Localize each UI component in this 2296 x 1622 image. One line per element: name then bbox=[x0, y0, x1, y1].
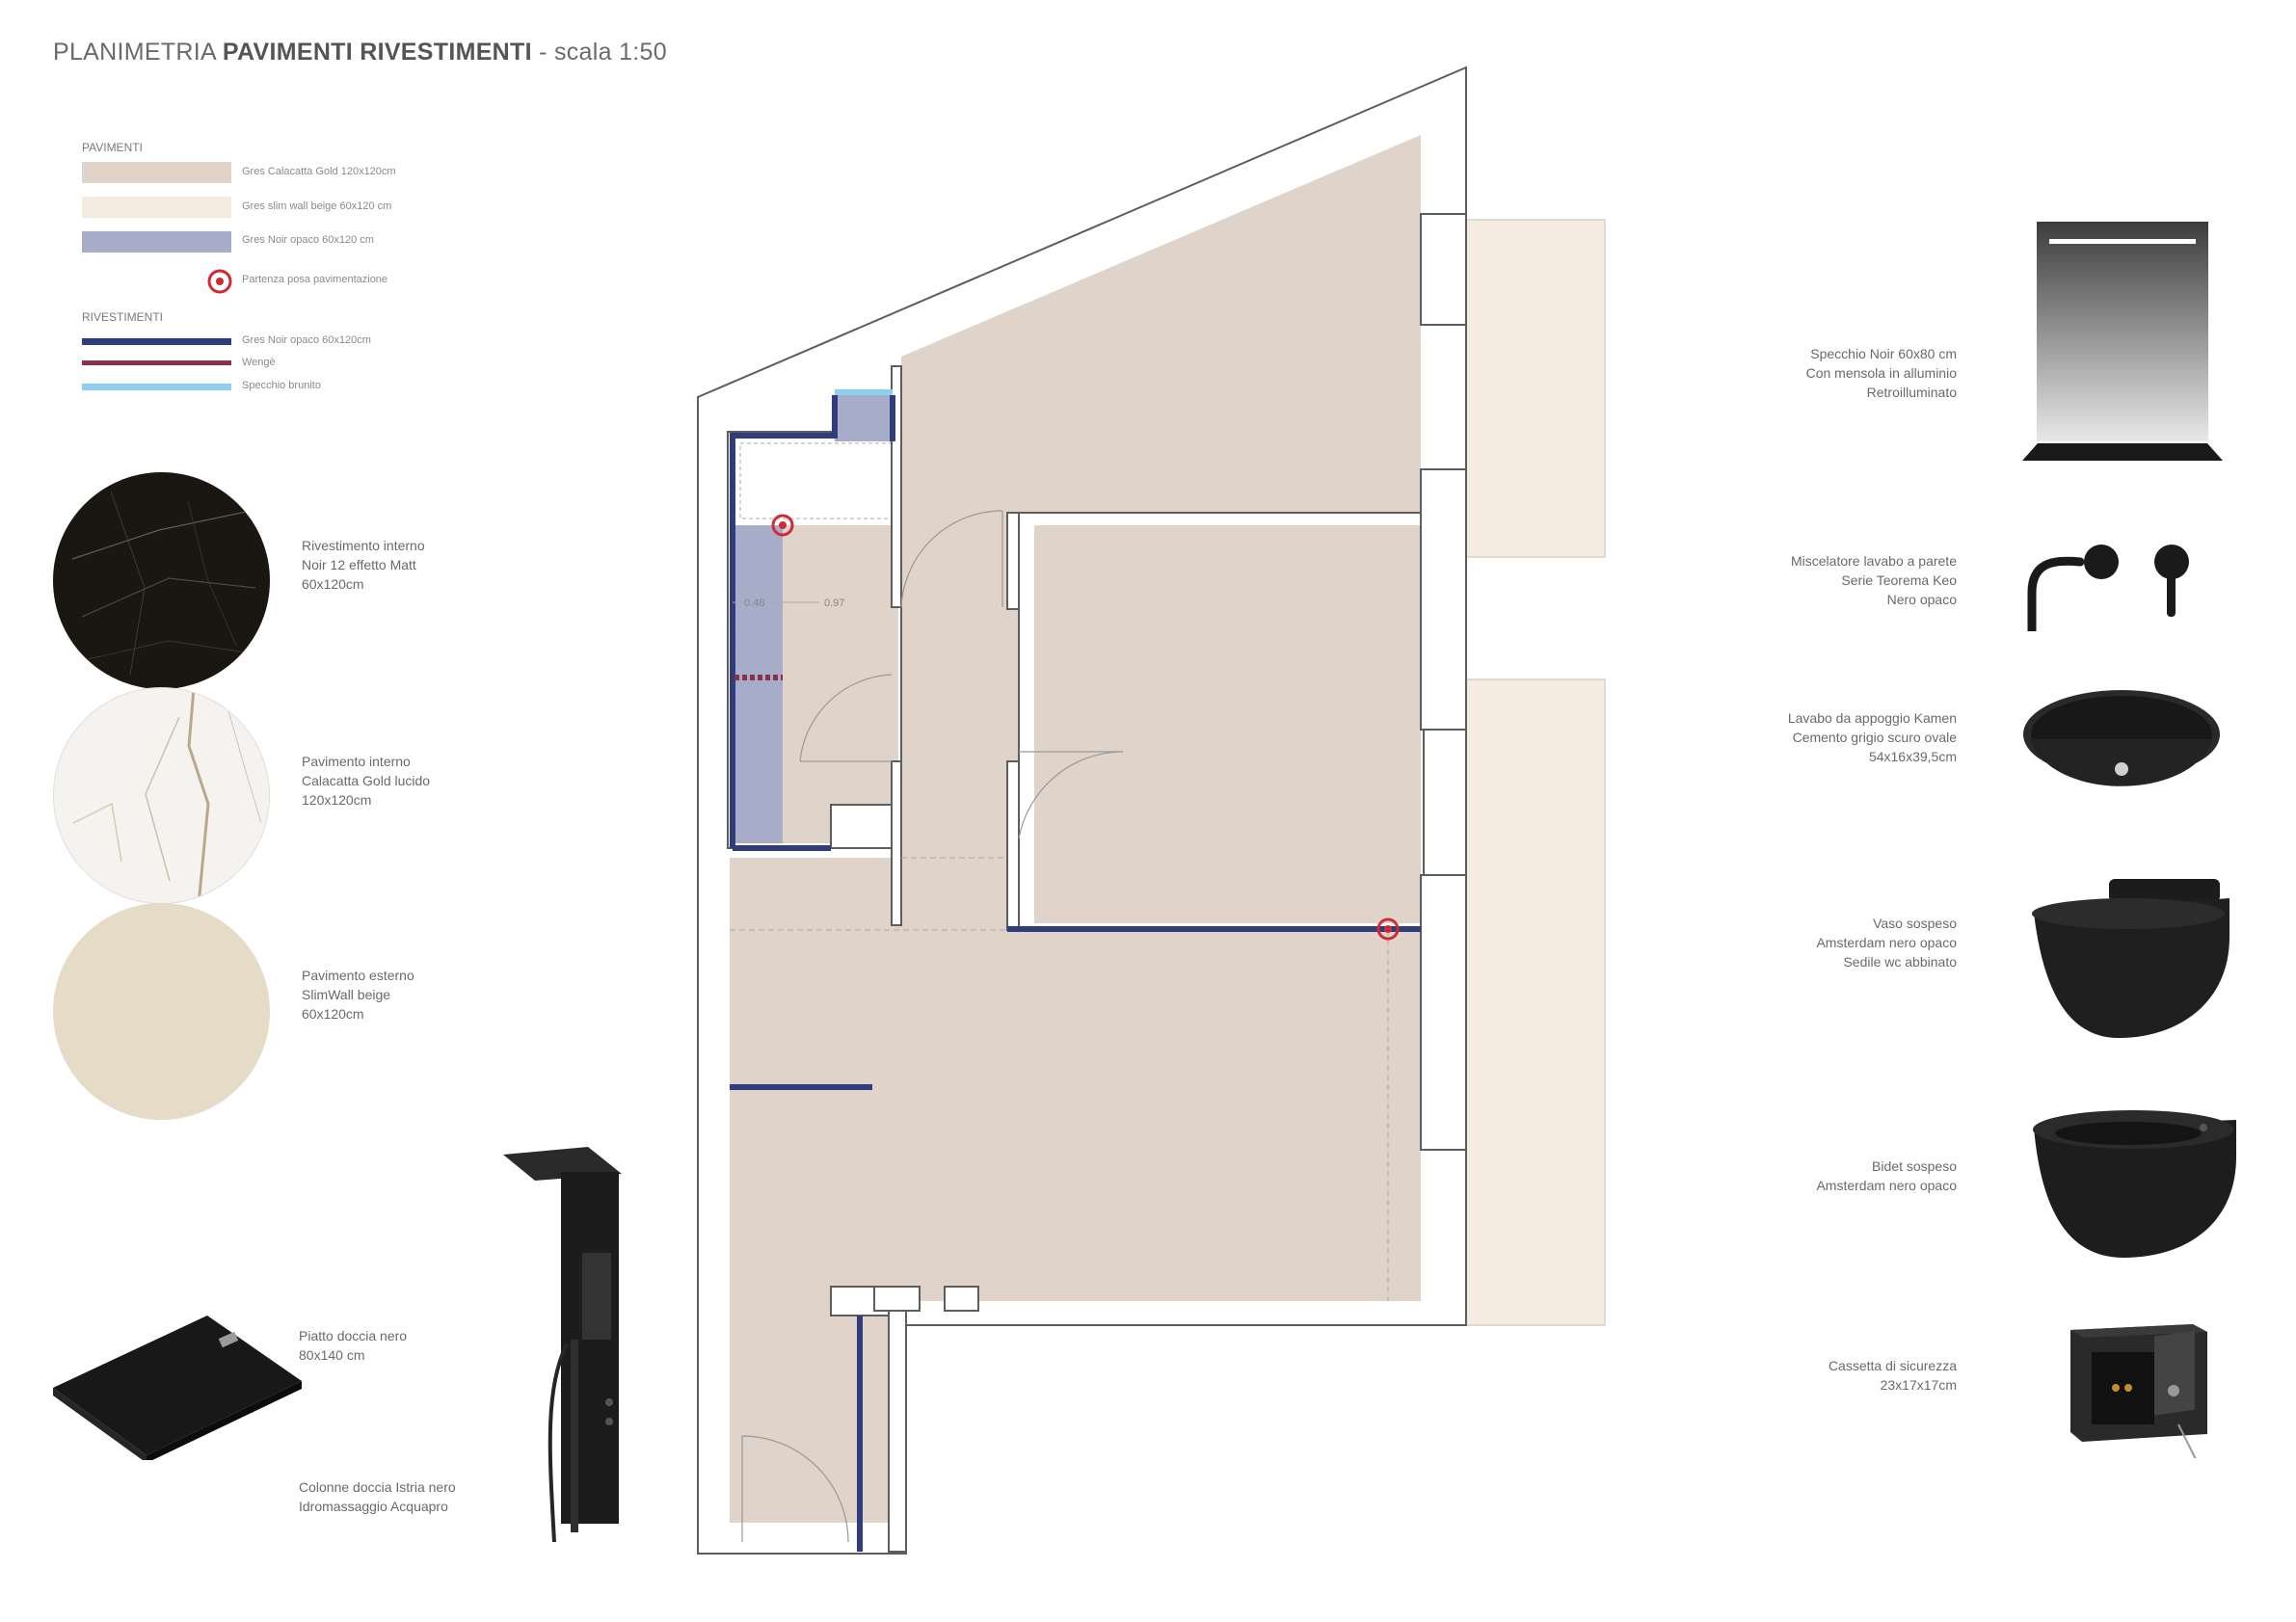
product-text-bidet: Bidet sospeso Amsterdam nero opaco bbox=[1816, 1158, 1957, 1193]
product-text-basin: Lavabo da appoggio Kamen Cemento grigio … bbox=[1787, 710, 1957, 764]
bedroom-floor bbox=[1034, 525, 1421, 923]
shower-tray-icon bbox=[53, 1316, 302, 1460]
material-text-beige: Pavimento esterno SlimWall beige 60x120c… bbox=[302, 968, 414, 1022]
product-text-safe: Cassetta di sicurezza 23x17x17cm bbox=[1828, 1358, 1957, 1393]
shower-column-icon bbox=[503, 1147, 622, 1543]
legend-line-specchio bbox=[82, 384, 231, 390]
legend-line-wenge bbox=[82, 360, 231, 365]
legend-line-noir bbox=[82, 338, 231, 345]
bathroom-floor bbox=[783, 525, 898, 843]
bathroom-shower-floor bbox=[733, 525, 783, 843]
bidet-icon bbox=[2033, 1110, 2236, 1258]
safe-icon bbox=[2070, 1324, 2207, 1458]
legend-label-noir: Gres Noir opaco 60x120 cm bbox=[242, 234, 374, 246]
shower-tray-text: Piatto doccia nero 80x140 cm bbox=[299, 1328, 408, 1363]
start-marker-icon bbox=[207, 269, 232, 294]
product-text-mirror: Specchio Noir 60x80 cm Con mensola in al… bbox=[1805, 346, 1957, 400]
dim-label-097: 0.97 bbox=[824, 598, 844, 609]
legend-pavimenti-heading: PAVIMENTI bbox=[82, 141, 143, 154]
terrace-top bbox=[1455, 219, 1606, 558]
legend-swatch-calacatta bbox=[82, 162, 231, 183]
start-marker-bedroom bbox=[1376, 917, 1400, 941]
legend-label-specchio: Specchio brunito bbox=[242, 380, 321, 391]
shower-column-text: Colonne doccia Istria nero Idromassaggio… bbox=[299, 1479, 456, 1514]
legend-label-calacatta: Gres Calacatta Gold 120x120cm bbox=[242, 166, 396, 177]
legend-rivestimenti-heading: RIVESTIMENTI bbox=[82, 310, 164, 324]
legend-label-wenge: Wengè bbox=[242, 357, 276, 368]
basin-icon bbox=[2023, 690, 2220, 786]
beige-sample bbox=[53, 903, 270, 1120]
marble-black-sample bbox=[53, 472, 270, 689]
dim-label-048: 0.48 bbox=[744, 598, 764, 609]
faucet-icon bbox=[2027, 545, 2189, 631]
legend-swatch-slimwall bbox=[82, 197, 231, 218]
product-text-faucet: Miscelatore lavabo a parete Serie Teorem… bbox=[1791, 553, 1957, 607]
legend-swatch-noir bbox=[82, 231, 231, 253]
start-marker-bathroom bbox=[771, 514, 794, 537]
legend-label-slimwall: Gres slim wall beige 60x120 cm bbox=[242, 200, 392, 212]
page-title: PLANIMETRIA PAVIMENTI RIVESTIMENTI - sca… bbox=[53, 39, 667, 66]
product-text-toilet: Vaso sospeso Amsterdam nero opaco Sedile… bbox=[1816, 916, 1957, 970]
legend-label-start: Partenza posa pavimentazione bbox=[242, 274, 388, 285]
marble-white-sample bbox=[53, 687, 270, 904]
floor-plan: 0.48 0.97 bbox=[697, 66, 1606, 1555]
material-text-white: Pavimento interno Calacatta Gold lucido … bbox=[302, 754, 431, 808]
mirror-icon bbox=[2022, 222, 2223, 461]
terrace-bottom bbox=[1455, 678, 1606, 1326]
toilet-icon bbox=[2032, 879, 2229, 1038]
legend-label-line-noir: Gres Noir opaco 60x120cm bbox=[242, 334, 371, 346]
material-text-black: Rivestimento interno Noir 12 effetto Mat… bbox=[302, 538, 425, 592]
